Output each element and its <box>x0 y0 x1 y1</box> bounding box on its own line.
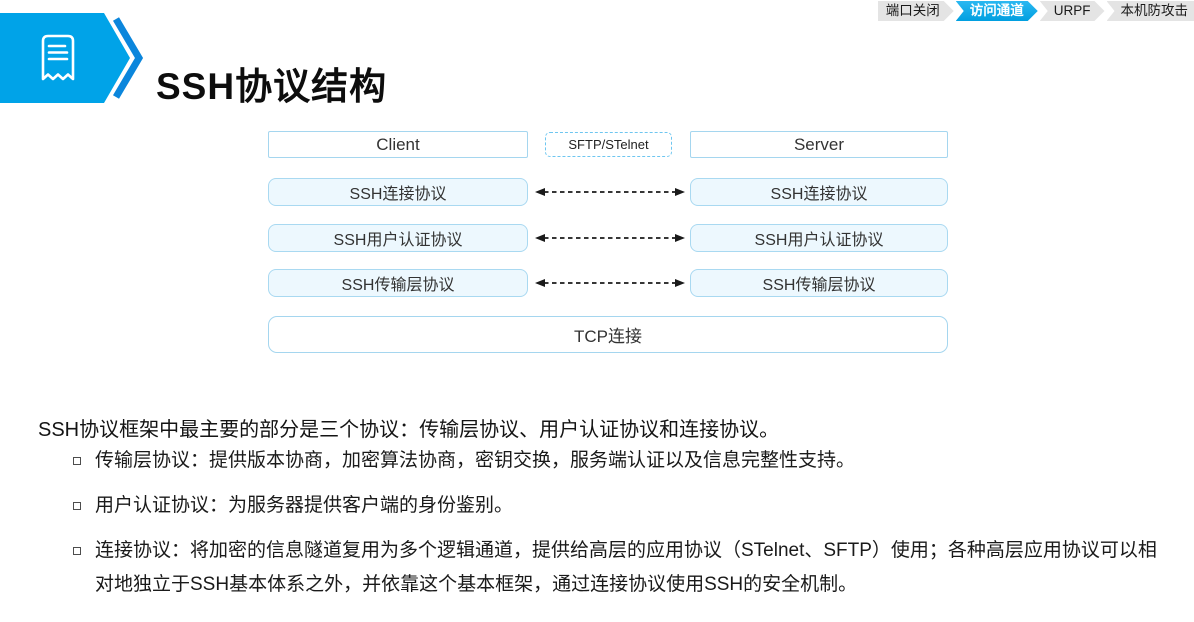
bullet-item: 用户认证协议：为服务器提供客户端的身份鉴别。 <box>73 489 1168 523</box>
ssh-user-auth-protocol-left: SSH用户认证协议 <box>268 224 528 252</box>
server-box: Server <box>690 131 948 158</box>
tab-access-channel[interactable]: 访问通道 <box>956 1 1038 21</box>
tab-local-attack-defense[interactable]: 本机防攻击 <box>1106 1 1194 21</box>
dashed-arrow <box>535 279 685 287</box>
bullet-text: 用户认证协议：为服务器提供客户端的身份鉴别。 <box>95 495 514 516</box>
dashed-arrow <box>535 234 685 242</box>
ssh-user-auth-protocol-right: SSH用户认证协议 <box>690 224 948 252</box>
header-chevron-icon <box>112 17 144 99</box>
square-bullet-icon <box>73 457 81 465</box>
sftp-stelnet-box: SFTP/STelnet <box>545 132 672 157</box>
page-title: SSH协议结构 <box>156 65 388 107</box>
ssh-protocol-diagram: Client SFTP/STelnet Server SSH连接协议 SSH连接… <box>268 131 948 356</box>
bullet-item: 传输层协议：提供版本协商，加密算法协商，密钥交换，服务端认证以及信息完整性支持。 <box>73 444 1168 478</box>
header-badge <box>0 13 130 103</box>
square-bullet-icon <box>73 502 81 510</box>
bullet-item: 连接协议：将加密的信息隧道复用为多个逻辑通道，提供给高层的应用协议（STelne… <box>73 534 1168 602</box>
ssh-connection-protocol-left: SSH连接协议 <box>268 178 528 206</box>
bullet-list: 传输层协议：提供版本协商，加密算法协商，密钥交换，服务端认证以及信息完整性支持。… <box>73 444 1168 613</box>
tab-port-shutdown[interactable]: 端口关闭 <box>878 1 954 21</box>
square-bullet-icon <box>73 547 81 555</box>
intro-text: SSH协议框架中最主要的部分是三个协议：传输层协议、用户认证协议和连接协议。 <box>38 419 780 441</box>
bullet-text: 连接协议：将加密的信息隧道复用为多个逻辑通道，提供给高层的应用协议（STelne… <box>95 540 1157 595</box>
dashed-arrow <box>535 188 685 196</box>
note-icon <box>41 34 75 81</box>
ssh-connection-protocol-right: SSH连接协议 <box>690 178 948 206</box>
client-box: Client <box>268 131 528 158</box>
ssh-transport-protocol-right: SSH传输层协议 <box>690 269 948 297</box>
ssh-transport-protocol-left: SSH传输层协议 <box>268 269 528 297</box>
tab-urpf[interactable]: URPF <box>1040 1 1105 21</box>
tcp-connection-box: TCP连接 <box>268 316 948 353</box>
bullet-text: 传输层协议：提供版本协商，加密算法协商，密钥交换，服务端认证以及信息完整性支持。 <box>95 450 856 471</box>
section-tab-strip: 端口关闭 访问通道 URPF 本机防攻击 <box>878 1 1194 21</box>
